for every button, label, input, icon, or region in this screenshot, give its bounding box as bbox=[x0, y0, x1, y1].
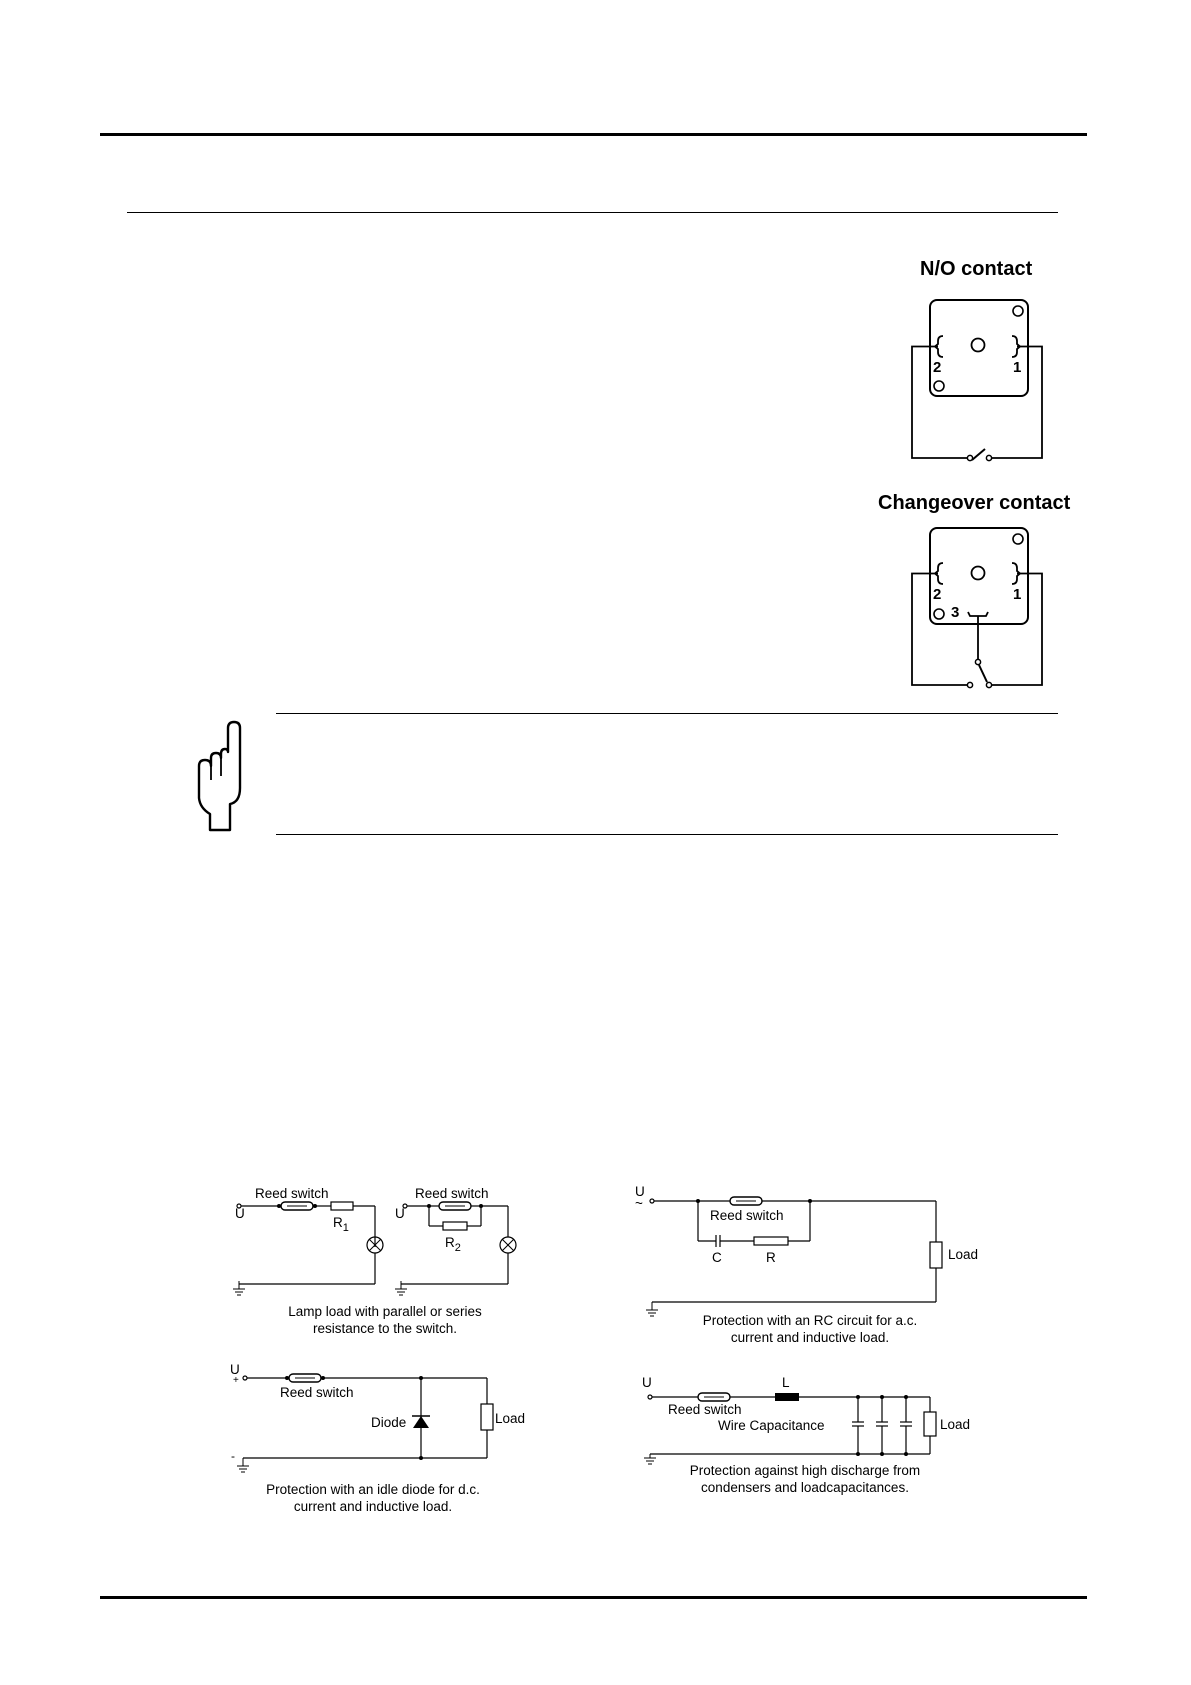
note-bottom-rule bbox=[276, 834, 1058, 835]
wire-cap-label: Wire Capacitance bbox=[718, 1418, 825, 1433]
cap-caption-1: Protection against high discharge from bbox=[690, 1463, 920, 1478]
diode-protection-circuit: U + Reed switch Diode Load - Protection … bbox=[230, 1362, 525, 1514]
inductor-label: L bbox=[782, 1375, 790, 1390]
diode-plus: + bbox=[233, 1375, 239, 1386]
diode-minus: - bbox=[231, 1449, 235, 1463]
lamp-switch-label-2: Reed switch bbox=[415, 1186, 489, 1201]
r1-label: R1 bbox=[333, 1215, 349, 1234]
rc-protection-circuit: U ~ Reed switch C R Load Protection with… bbox=[635, 1184, 978, 1345]
footer-rule bbox=[100, 1596, 1087, 1599]
no-contact-title: N/O contact bbox=[920, 258, 1033, 280]
co-pin-1: 1 bbox=[1013, 586, 1021, 603]
changeover-contact-title: Changeover contact bbox=[878, 492, 1071, 514]
co-pin-2: 2 bbox=[933, 586, 941, 603]
rc-cap-label: C bbox=[712, 1250, 722, 1265]
no-pin-1: 1 bbox=[1013, 359, 1021, 376]
lamp-caption-2: resistance to the switch. bbox=[313, 1321, 457, 1336]
cap-supply: U bbox=[642, 1375, 652, 1390]
lamp-supply-2: U bbox=[395, 1206, 405, 1221]
rc-supply: U bbox=[635, 1184, 645, 1199]
lamp-load-circuit: Reed switch U R1 Reed switch U R2 Lamp l… bbox=[233, 1186, 517, 1336]
lamp-supply-1: U bbox=[235, 1206, 245, 1221]
no-contact-diagram: 2 1 bbox=[911, 299, 1043, 462]
note-top-rule bbox=[276, 713, 1058, 714]
diode-caption-2: current and inductive load. bbox=[294, 1499, 452, 1514]
rc-res-label: R bbox=[766, 1250, 776, 1265]
rc-switch-label: Reed switch bbox=[710, 1208, 784, 1223]
cap-load-label: Load bbox=[940, 1417, 970, 1432]
rc-supply-symbol: ~ bbox=[635, 1196, 643, 1211]
co-pin-3: 3 bbox=[951, 604, 959, 621]
no-pin-2: 2 bbox=[933, 359, 941, 376]
hand-pointing-icon bbox=[197, 720, 242, 832]
cap-switch-label: Reed switch bbox=[668, 1402, 742, 1417]
section-rule bbox=[127, 212, 1058, 213]
diode-switch-label: Reed switch bbox=[280, 1385, 354, 1400]
cap-caption-2: condensers and loadcapacitances. bbox=[701, 1480, 909, 1495]
rc-load-label: Load bbox=[948, 1247, 978, 1262]
diode-caption-1: Protection with an idle diode for d.c. bbox=[266, 1482, 480, 1497]
rc-caption-2: current and inductive load. bbox=[731, 1330, 889, 1345]
changeover-contact-diagram: 2 1 3 bbox=[911, 527, 1043, 689]
diode-label: Diode bbox=[371, 1415, 406, 1430]
diode-supply: U bbox=[230, 1362, 240, 1377]
diode-load-label: Load bbox=[495, 1411, 525, 1426]
lamp-switch-label-1: Reed switch bbox=[255, 1186, 329, 1201]
lamp-caption-1: Lamp load with parallel or series bbox=[288, 1304, 482, 1319]
rc-caption-1: Protection with an RC circuit for a.c. bbox=[703, 1313, 918, 1328]
header-rule bbox=[100, 133, 1087, 136]
r2-label: R2 bbox=[445, 1235, 461, 1254]
capacitance-protection-circuit: U L Reed switch Wire Capacitance Load Pr… bbox=[642, 1375, 970, 1495]
